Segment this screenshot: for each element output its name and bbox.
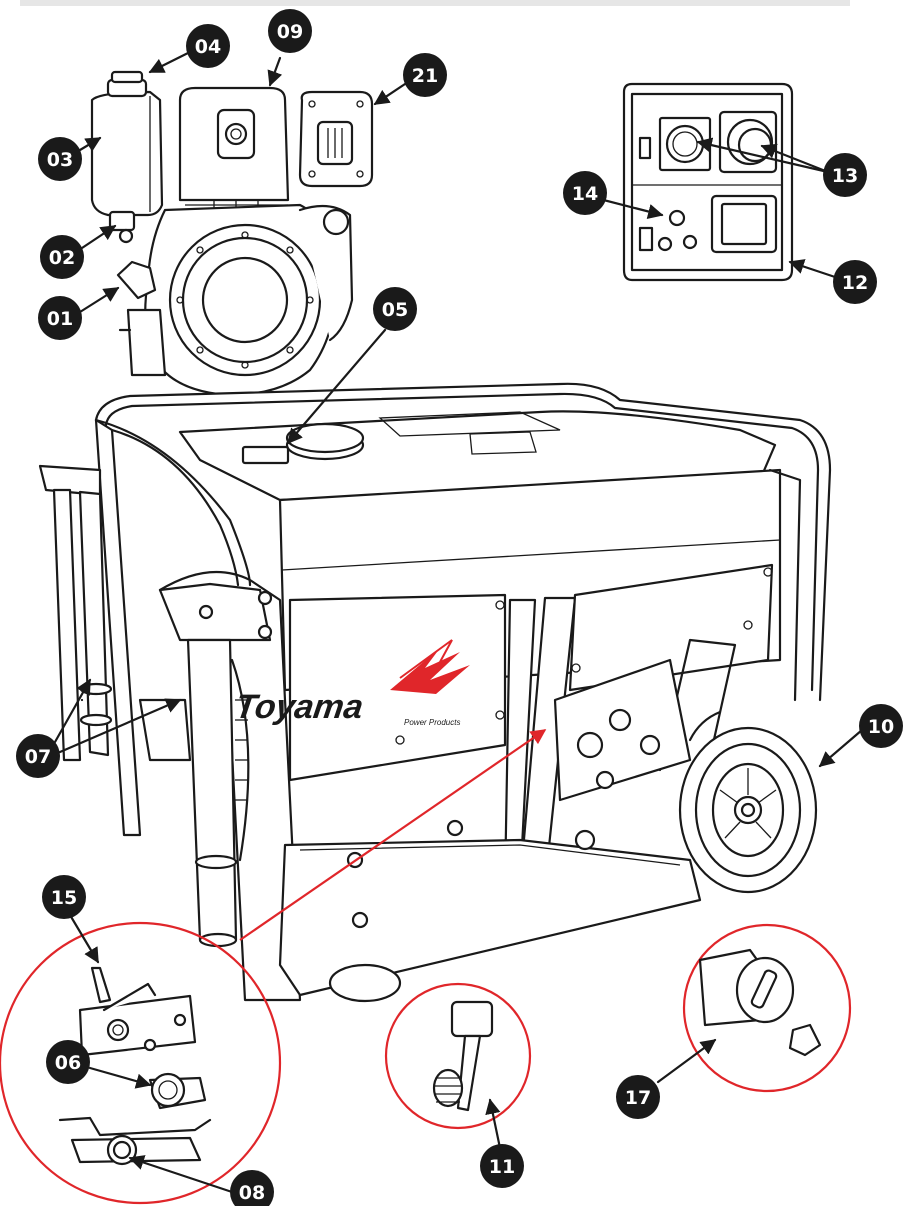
detail-pedal-inset — [384, 982, 532, 1130]
callout-02: 02 — [40, 235, 84, 279]
brand-name: Toyama — [233, 688, 366, 726]
callout-17: 15 — [42, 875, 86, 919]
callout-08: 08 — [230, 1170, 274, 1206]
callout-11: 11 — [480, 1144, 524, 1188]
callout-14: 14 — [563, 171, 607, 215]
callout-07: 07 — [16, 734, 60, 778]
callout-04: 04 — [186, 24, 230, 68]
callout-12: 12 — [833, 260, 877, 304]
callout-01: 01 — [38, 296, 82, 340]
svg-text:02: 02 — [49, 247, 75, 269]
detail-left-inset — [0, 698, 282, 1205]
svg-text:04: 04 — [195, 36, 221, 58]
brand-tagline: Power Products — [404, 718, 460, 727]
svg-text:13: 13 — [832, 165, 858, 187]
inset-pointer-line — [239, 729, 547, 941]
svg-text:15: 15 — [51, 887, 77, 909]
leader-lines — [53, 50, 864, 1194]
svg-text:14: 14 — [572, 183, 598, 205]
generator-illustration — [38, 382, 832, 1003]
detail-cap-inset — [682, 923, 852, 1093]
svg-text:09: 09 — [277, 21, 303, 43]
toyama-logo: Toyama Power Products — [233, 639, 470, 727]
engine-illustration — [90, 70, 374, 397]
svg-text:11: 11 — [489, 1156, 515, 1178]
svg-text:03: 03 — [47, 149, 73, 171]
control-panel-illustration — [622, 82, 794, 282]
top-rule — [20, 0, 850, 6]
svg-text:12: 12 — [842, 272, 868, 294]
svg-text:05: 05 — [382, 299, 408, 321]
svg-text:21: 21 — [412, 65, 438, 87]
callout-10: 10 — [859, 704, 903, 748]
svg-text:01: 01 — [47, 308, 73, 330]
svg-text:17: 17 — [625, 1087, 651, 1109]
svg-text:06: 06 — [55, 1052, 81, 1074]
callout-05: 05 — [373, 287, 417, 331]
callout-15: 17 — [616, 1075, 660, 1119]
svg-text:10: 10 — [868, 716, 894, 738]
callout-09: 09 — [268, 9, 312, 53]
callout-badges: 04 09 21 03 02 01 05 14 13 12 10 07 15 0… — [16, 9, 903, 1206]
callout-03: 03 — [38, 137, 82, 181]
callout-06: 06 — [46, 1040, 90, 1084]
callout-21: 21 — [403, 53, 447, 97]
callout-13: 13 — [823, 153, 867, 197]
svg-text:07: 07 — [25, 746, 51, 768]
svg-text:08: 08 — [239, 1182, 265, 1204]
